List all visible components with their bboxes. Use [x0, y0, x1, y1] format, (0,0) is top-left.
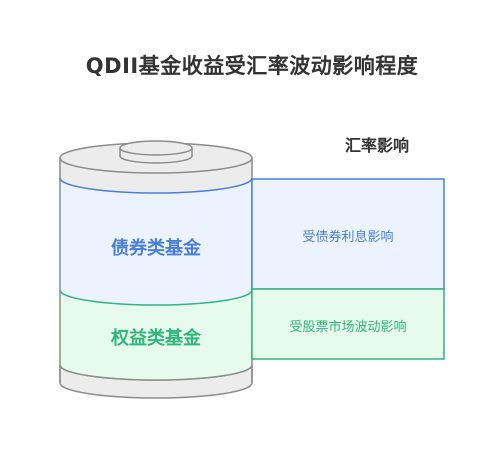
bond-top-divider — [59, 177, 253, 194]
equity-fund-label: 权益类基金 — [111, 328, 201, 349]
bond-fund-impact-text: 受债券利息影响 — [302, 230, 394, 245]
equity-fund-band — [60, 290, 252, 380]
bond-fund-band — [60, 178, 252, 305]
exchange-rate-impact-header: 汇率影响 — [344, 136, 409, 155]
bond-equity-divider — [59, 289, 253, 306]
equity-fund-impact-text: 受股票市场波动影响 — [289, 320, 407, 335]
bond-fund-label: 债券类基金 — [111, 238, 201, 259]
equity-impact-box — [251, 288, 445, 360]
diagram-title: QDII基金收益受汇率波动影响程度 — [85, 54, 419, 78]
equity-bottom-divider — [59, 364, 253, 381]
cylinder-top-ring — [60, 158, 252, 193]
